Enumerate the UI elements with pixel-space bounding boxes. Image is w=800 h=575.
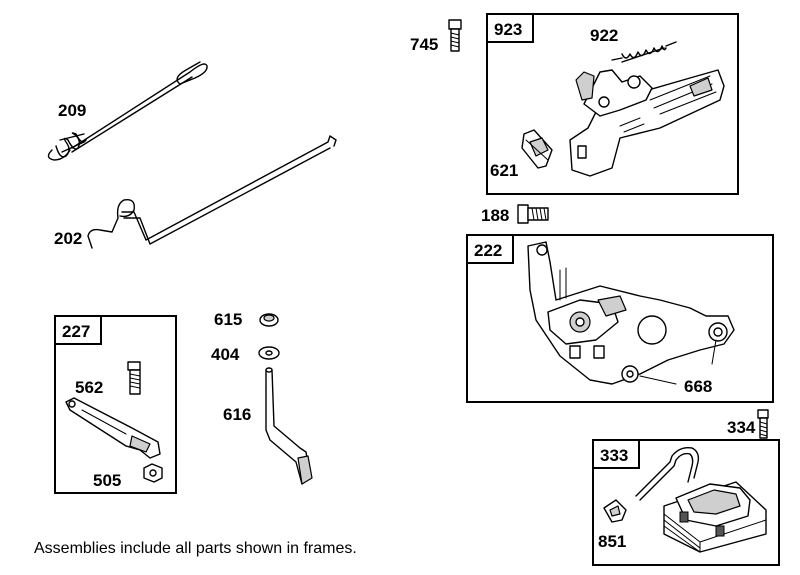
part-334-bolt <box>757 409 769 439</box>
label-562: 562 <box>75 378 103 397</box>
part-333-ignition-armature <box>635 446 767 553</box>
frame-227-tag <box>54 315 102 345</box>
part-188-screw <box>517 204 549 224</box>
label-188: 188 <box>481 206 509 225</box>
label-209: 209 <box>58 101 86 120</box>
spring-coils <box>47 132 87 161</box>
frame-222 <box>466 234 774 403</box>
part-505-nut <box>143 463 163 483</box>
frame-222-tag <box>466 234 514 264</box>
part-404-washer <box>258 346 280 360</box>
part-621-clip <box>521 129 553 169</box>
leader-668 <box>639 375 677 385</box>
label-851: 851 <box>598 532 626 551</box>
part-202-link-rod <box>87 135 337 249</box>
part-615-nut <box>259 313 279 327</box>
frame-923-tag <box>486 13 534 43</box>
label-505: 505 <box>93 471 121 490</box>
leader-668b <box>711 339 717 365</box>
label-922: 922 <box>590 26 618 45</box>
label-202: 202 <box>54 229 82 248</box>
part-222-governor-control-bracket <box>527 241 735 385</box>
label-621: 621 <box>490 161 518 180</box>
frame-333-tag <box>592 439 640 469</box>
part-209-spring-link <box>47 61 208 161</box>
label-333: 333 <box>600 446 628 465</box>
label-668: 668 <box>684 377 712 396</box>
label-222: 222 <box>474 241 502 260</box>
label-404: 404 <box>211 345 240 364</box>
part-745-bolt <box>448 19 462 52</box>
part-616-shaft <box>265 367 313 485</box>
part-922-spring <box>611 41 677 63</box>
frames-caption: Assemblies include all parts shown in fr… <box>34 540 357 557</box>
frame-227 <box>54 315 177 494</box>
label-334: 334 <box>727 418 756 437</box>
label-616: 616 <box>223 405 251 424</box>
frame-333 <box>592 439 780 566</box>
part-923-control-bracket <box>569 69 725 177</box>
part-562-screw <box>127 361 141 395</box>
frame-923 <box>486 13 739 195</box>
label-923: 923 <box>494 20 522 39</box>
part-227-lever <box>65 397 161 459</box>
label-745: 745 <box>410 35 438 54</box>
label-615: 615 <box>214 310 242 329</box>
label-227: 227 <box>62 322 90 341</box>
part-851-clip <box>603 499 627 523</box>
